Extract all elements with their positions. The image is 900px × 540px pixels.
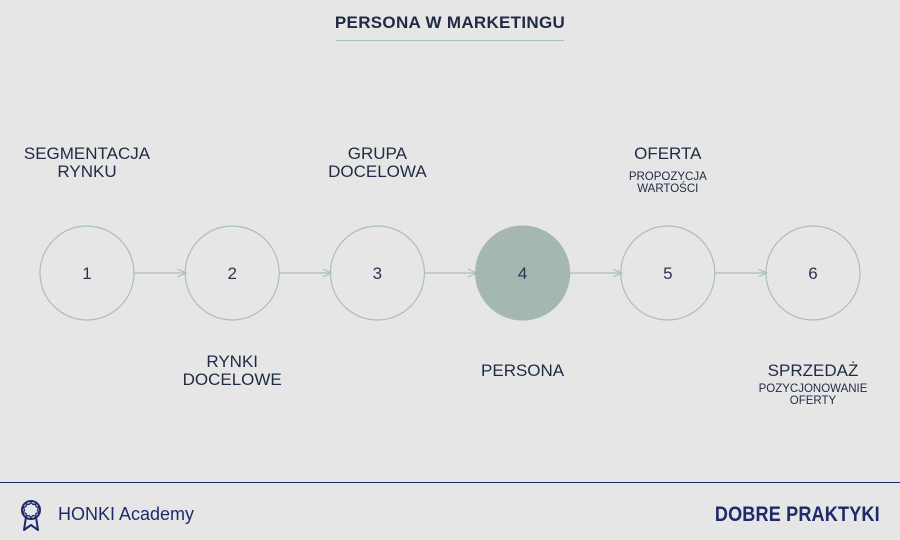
step-circle [620, 225, 716, 321]
step-number: 1 [82, 264, 91, 283]
step-label: OFERTA [634, 144, 702, 163]
step-circle [765, 225, 861, 321]
step-label: PERSONA [481, 361, 565, 380]
step-circle [329, 225, 425, 321]
step-circle [39, 225, 135, 321]
page-title: PERSONA W MARKETINGU [334, 13, 566, 32]
brand-name: HONKI Academy [58, 504, 195, 524]
footer-tagline: DOBRE PRAKTYKI [715, 503, 880, 526]
footer-divider [0, 482, 900, 483]
step-label: SPRZEDAŻ [767, 361, 859, 380]
title-underline [336, 40, 564, 41]
step-number: 6 [808, 264, 817, 283]
step-number: 2 [227, 264, 236, 283]
award-ribbon-icon [21, 500, 41, 531]
step-circle-highlighted [474, 225, 571, 321]
step-number: 4 [518, 264, 527, 283]
step-circle [184, 225, 280, 321]
process-flow: 1 2 3 4 5 6 [39, 225, 861, 321]
step-number: 3 [373, 264, 382, 283]
step-number: 5 [663, 264, 672, 283]
